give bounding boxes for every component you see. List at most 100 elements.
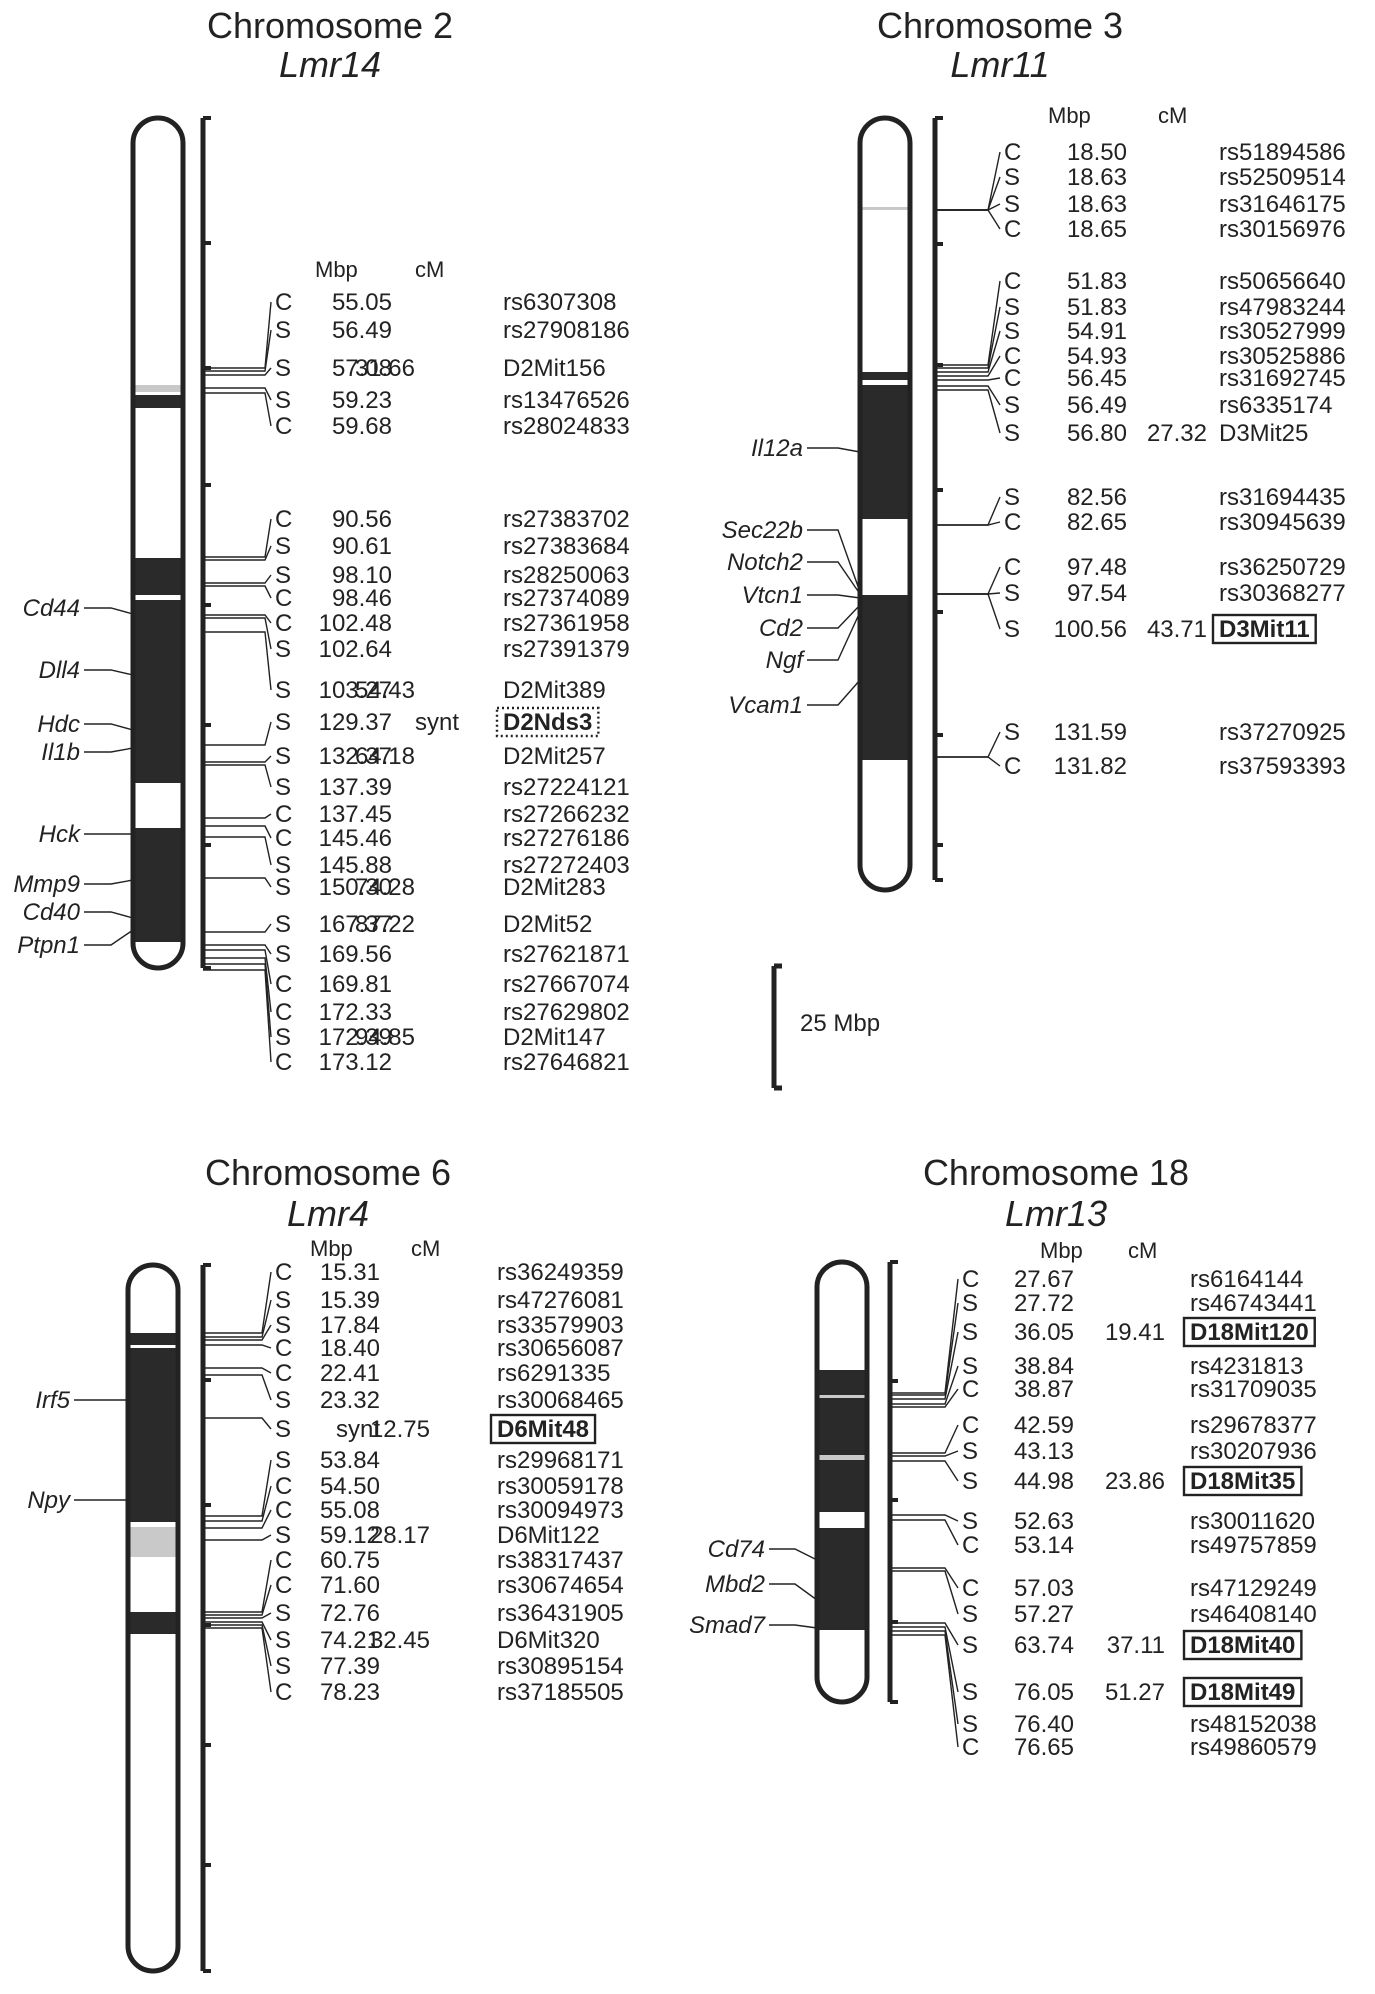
marker-leader-line xyxy=(935,389,1001,434)
marker-leader-line xyxy=(203,1299,272,1338)
gene-label-group: Il12a xyxy=(751,435,861,462)
gene-name: Cd74 xyxy=(708,1536,765,1563)
locus-label: Lmr4 xyxy=(287,1193,369,1234)
marker-strain: S xyxy=(275,317,291,344)
marker-mbp: 82.65 xyxy=(1067,509,1127,536)
marker-strain: C xyxy=(1004,365,1021,392)
marker-mbp: 97.48 xyxy=(1067,554,1127,581)
marker-mbp: 98.10 xyxy=(332,562,392,589)
marker-leader-line xyxy=(890,1388,959,1408)
marker-leader-line xyxy=(935,521,1001,526)
marker-strain: S xyxy=(275,1653,291,1680)
marker-leader-line xyxy=(203,949,272,985)
marker-cm: 27.32 xyxy=(1147,420,1207,447)
marker-mbp: 42.59 xyxy=(1014,1412,1074,1439)
marker-strain: S xyxy=(962,1438,978,1465)
marker-strain: C xyxy=(275,1049,292,1076)
gene-name: Smad7 xyxy=(689,1612,767,1639)
gene-label-group: Notch2 xyxy=(727,549,861,595)
marker-leader-line xyxy=(890,1626,959,1693)
marker-strain: S xyxy=(962,1632,978,1659)
marker-leader-line xyxy=(203,1367,272,1374)
centromere-band xyxy=(817,1370,867,1395)
gene-name: Notch2 xyxy=(727,549,803,576)
marker-strain: C xyxy=(275,1572,292,1599)
marker-mbp: 100.56 xyxy=(1054,616,1127,643)
marker-leader-line xyxy=(203,1534,272,1541)
marker-name: rs30368277 xyxy=(1219,580,1346,607)
marker-mbp: 169.81 xyxy=(319,971,392,998)
marker-mbp: 56.45 xyxy=(1067,365,1127,392)
marker-leader-line xyxy=(890,1570,959,1615)
marker-mbp: 63.74 xyxy=(1014,1632,1074,1659)
marker-leader-line xyxy=(890,1567,959,1589)
marker-mbp: 57.08 xyxy=(332,355,392,382)
marker-cm: 19.41 xyxy=(1105,1319,1165,1346)
panel-title: Chromosome 3 xyxy=(877,5,1123,46)
marker-name: D18Mit35 xyxy=(1190,1468,1295,1495)
marker-name: rs31692745 xyxy=(1219,365,1346,392)
gene-leader-line xyxy=(84,723,134,731)
gene-label-group: Npy xyxy=(27,1487,128,1514)
marker-name: rs27374089 xyxy=(503,585,630,612)
marker-name: rs38317437 xyxy=(497,1547,624,1574)
marker-name: rs47129249 xyxy=(1190,1575,1317,1602)
marker-strain: S xyxy=(275,1600,291,1627)
marker-name: rs6335174 xyxy=(1219,392,1332,419)
marker-leader-line xyxy=(203,1612,272,1619)
marker-leader-line xyxy=(203,574,272,584)
column-header-cm: cM xyxy=(1158,103,1187,128)
column-header-cm: cM xyxy=(1128,1238,1157,1263)
marker-leader-line xyxy=(890,1424,959,1454)
marker-name: rs27383702 xyxy=(503,506,630,533)
marker-leader-line xyxy=(935,355,1001,377)
marker-leader-line xyxy=(203,585,272,599)
marker-name: rs30094973 xyxy=(497,1497,624,1524)
marker-mbp: 131.59 xyxy=(1054,719,1127,746)
marker-strain: C xyxy=(962,1266,979,1293)
marker-strain: S xyxy=(1004,294,1020,321)
marker-leader-line xyxy=(203,631,272,691)
marker-name: rs27908186 xyxy=(503,317,630,344)
gene-leader-line xyxy=(84,929,134,946)
marker-mbp: 53.84 xyxy=(320,1447,380,1474)
locus-label: Lmr14 xyxy=(279,44,381,85)
gene-name: Hdc xyxy=(37,711,80,738)
marker-leader-line xyxy=(203,392,272,427)
marker-cm: 31.66 xyxy=(355,355,415,382)
marker-mbp: 59.68 xyxy=(332,413,392,440)
marker-name: D18Mit40 xyxy=(1190,1632,1295,1659)
marker-mbp: 15.39 xyxy=(320,1287,380,1314)
marker-name: rs31709035 xyxy=(1190,1376,1317,1403)
marker-strain: S xyxy=(275,1447,291,1474)
chromosome-outline xyxy=(814,1259,870,1705)
marker-strain: C xyxy=(275,413,292,440)
marker-leader-line xyxy=(203,755,272,763)
chromosome-outline xyxy=(130,115,186,971)
marker-leader-line xyxy=(203,1624,272,1667)
marker-mbp: 36.05 xyxy=(1014,1319,1074,1346)
light-band xyxy=(860,207,910,210)
